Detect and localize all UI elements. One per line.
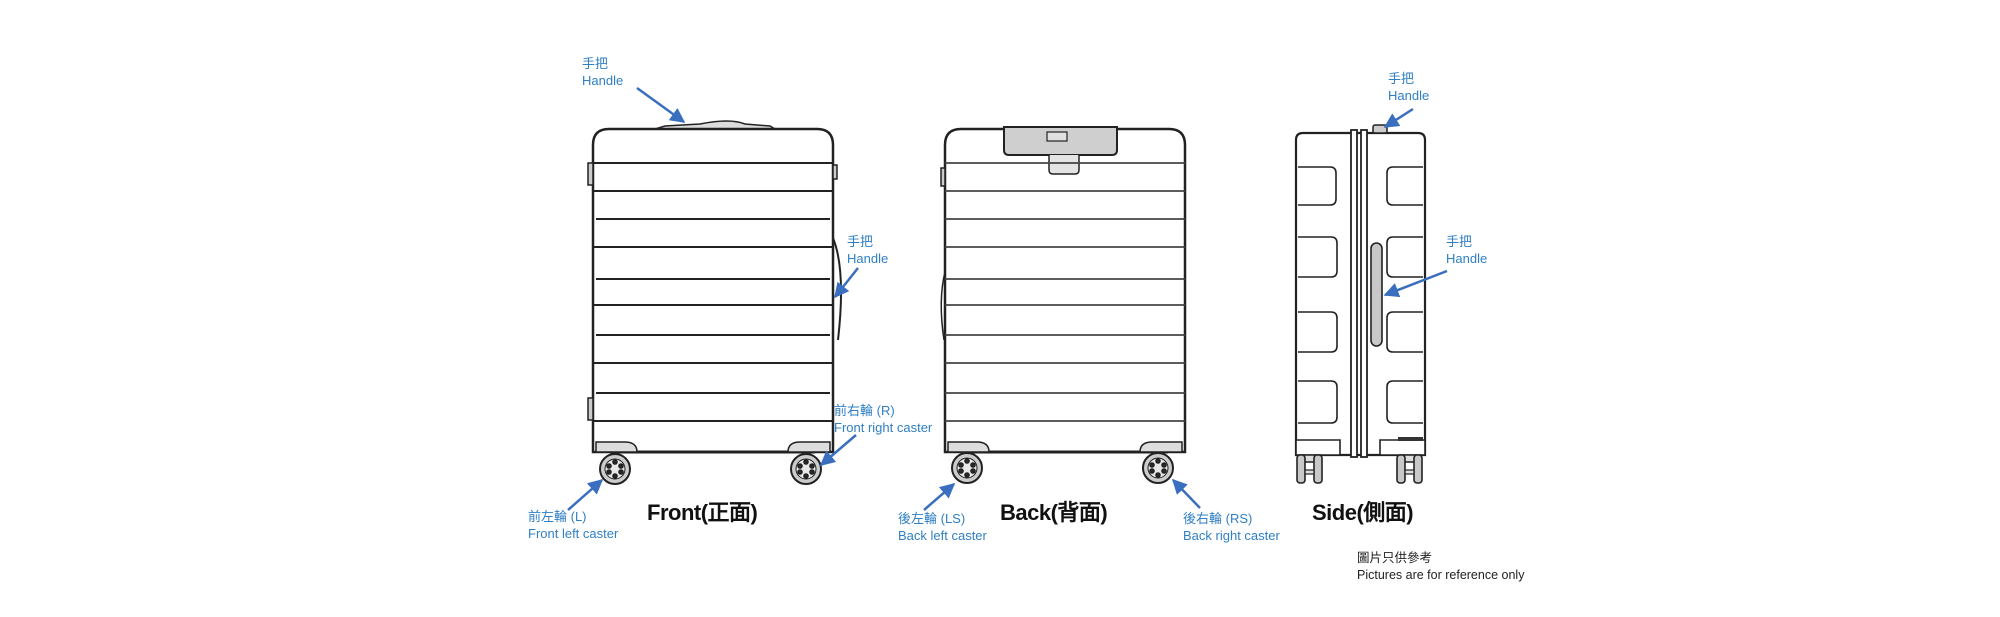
callout-zh: 手把 (847, 234, 874, 249)
back-left-caster (951, 452, 983, 484)
callout-back-left-caster: 後左輪 (LS) Back left caster (898, 510, 987, 544)
front-view-title: Front(正面) (647, 500, 758, 525)
back-body (943, 127, 1187, 454)
back-right-caster (1142, 452, 1174, 484)
callout-zh: 前右輪 (R) (834, 403, 895, 418)
disclaimer-en: Pictures are for reference only (1357, 568, 1525, 582)
side-right-caster (1396, 454, 1423, 484)
back-view-title: Back(背面) (1000, 500, 1108, 525)
callout-zh: 後左輪 (LS) (898, 511, 966, 526)
back-suitcase (940, 126, 1187, 484)
front-side-handle (832, 237, 843, 341)
callout-en: Handle (1446, 251, 1488, 266)
back-trolley-tab (1048, 155, 1080, 175)
side-handle (1370, 242, 1383, 347)
side-suitcase (1294, 124, 1427, 484)
callout-en: Handle (1388, 88, 1430, 103)
callout-zh: 手把 (582, 56, 609, 71)
callout-zh: 手把 (1388, 71, 1415, 86)
arrow-front-right-caster (819, 434, 857, 466)
callout-side-top-handle: 手把 Handle (1388, 70, 1429, 104)
front-left-caster (599, 453, 631, 485)
callout-en: Handle (847, 251, 889, 266)
arrow-front-side-handle (834, 267, 859, 299)
front-suitcase (587, 120, 843, 485)
front-ribs (593, 162, 833, 422)
front-right-caster (790, 453, 822, 485)
arrow-front-top-handle (636, 86, 686, 124)
callout-zh: 前左輪 (L) (528, 509, 587, 524)
callout-back-right-caster: 後右輪 (RS) Back right caster (1183, 510, 1280, 544)
front-top-handle (654, 120, 778, 130)
arrow-back-left-caster (923, 483, 956, 511)
disclaimer: 圖片只供參考 Pictures are for reference only (1357, 550, 1524, 584)
side-view-title: Side(側面) (1312, 500, 1414, 525)
front-body (591, 127, 835, 454)
arrow-side-top-handle (1383, 107, 1414, 129)
callout-en: Back left caster (898, 528, 987, 543)
callout-arrows (567, 86, 1448, 511)
side-left-caster (1296, 454, 1323, 484)
callout-en: Front left caster (528, 526, 619, 541)
arrow-back-right-caster (1171, 478, 1201, 509)
callout-zh: 後右輪 (RS) (1183, 511, 1253, 526)
callout-front-left-caster: 前左輪 (L) Front left caster (528, 508, 618, 542)
arrow-side-handle (1383, 269, 1448, 298)
disclaimer-zh: 圖片只供參考 (1357, 551, 1433, 565)
callout-front-top-handle: 手把 Handle (582, 55, 623, 89)
arrow-front-left-caster (567, 479, 604, 511)
back-ribs (945, 162, 1185, 422)
callout-en: Handle (582, 73, 624, 88)
callout-zh: 手把 (1446, 234, 1473, 249)
side-top-handle (1372, 124, 1388, 134)
callout-side-handle: 手把 Handle (1446, 233, 1487, 267)
callout-front-right-caster: 前右輪 (R) Front right caster (834, 402, 932, 436)
callout-en: Front right caster (834, 420, 933, 435)
callout-front-side-handle: 手把 Handle (847, 233, 888, 267)
callout-en: Back right caster (1183, 528, 1280, 543)
